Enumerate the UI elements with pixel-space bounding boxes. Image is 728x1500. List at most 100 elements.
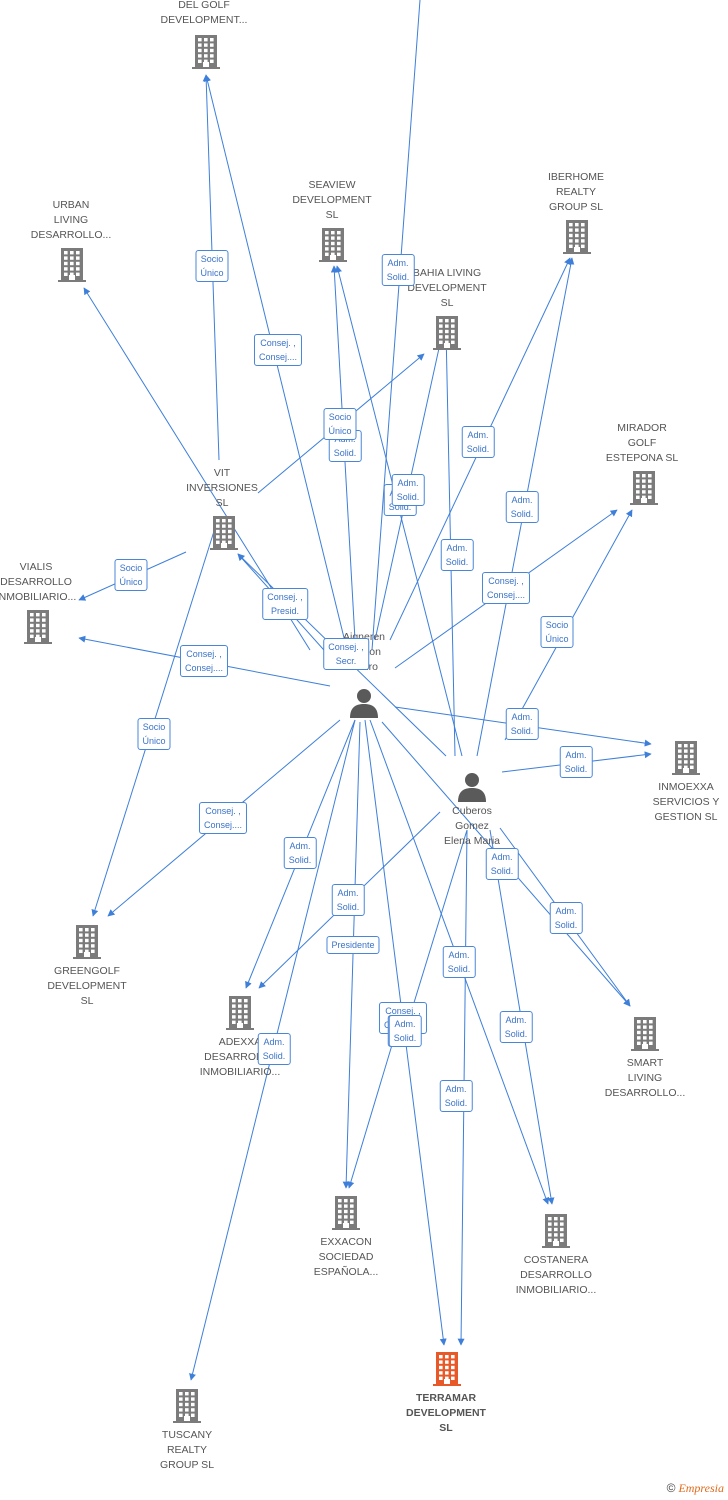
company-label-line: SMART <box>626 1057 664 1069</box>
relation-tag[interactable]: Adm.Solid. <box>499 1011 533 1043</box>
relation-tag-line: Solid. <box>554 920 578 930</box>
edge-cuberos-exxacon2 <box>347 1034 396 1189</box>
relation-tag[interactable]: Presidente <box>326 936 380 954</box>
company-label-line: GREENGOLF <box>54 965 120 977</box>
relation-tag-line: Adm. <box>467 430 489 440</box>
relation-tag-line: Solid. <box>445 557 469 567</box>
relation-tag-line: Adm. <box>555 906 577 916</box>
company-label-line: INVERSIONES <box>186 482 258 494</box>
relation-tag-line: Solid. <box>393 1033 417 1043</box>
relation-tag-line: Adm. <box>397 478 419 488</box>
relation-tag-line: Consej.... <box>258 352 298 362</box>
company-label-line: GESTION SL <box>654 811 718 823</box>
relation-tag-line: Solid. <box>288 855 312 865</box>
relation-tag[interactable]: Adm.Solid. <box>505 491 539 523</box>
relation-tag-line: Adm. <box>511 495 533 505</box>
company-label-line: SL <box>215 497 229 509</box>
company-label-line: DEVELOPMENT <box>407 282 487 294</box>
relation-tag[interactable]: Consej. ,Consej.... <box>253 334 303 366</box>
relation-tag[interactable]: Consej. ,Consej.... <box>198 802 248 834</box>
company-label-line: DESARROLLO <box>0 576 72 588</box>
relation-tag[interactable]: Adm. Solid. <box>559 746 593 778</box>
relation-tag[interactable]: Adm.Solid. <box>485 848 519 880</box>
relation-tag[interactable]: Consej. , Consej.... <box>481 572 531 604</box>
company-label-line: INMOBILIARIO... <box>0 591 77 603</box>
relation-tag[interactable]: Adm. Solid. <box>549 902 583 934</box>
relation-tag[interactable]: Adm. Solid. <box>440 539 474 571</box>
company-label-line: URBAN <box>52 199 90 211</box>
company-label-line: COSTANERA <box>523 1254 589 1266</box>
relation-tag[interactable]: Consej. ,Secr. <box>323 638 369 670</box>
vit-building-icon <box>210 516 238 550</box>
company-label-line: DEVELOPMENT... <box>160 14 248 26</box>
relation-tag-line: Solid. <box>386 272 410 282</box>
edge-aigneren-top <box>371 0 421 651</box>
relation-tag-line: Adm. <box>491 852 513 862</box>
relation-tag[interactable]: Adm.Solid. <box>461 426 495 458</box>
relation-tag[interactable]: Adm. Solid. <box>381 254 415 286</box>
relation-tag[interactable]: Adm.Solid. <box>439 1080 473 1112</box>
relation-tag-line: Solid. <box>396 492 420 502</box>
relation-tag-line: Adm. <box>565 750 587 760</box>
relation-tag-line: Consej.... <box>486 590 526 600</box>
company-label-line: DEVELOPMENT <box>406 1407 486 1419</box>
relation-tag[interactable]: Adm.Solid. <box>388 1015 422 1047</box>
relation-tag-line: Socio <box>200 254 224 264</box>
relation-tag-line: Solid. <box>262 1051 286 1061</box>
relation-tag-line: Socio <box>328 412 352 422</box>
company-label-line: DESARROLLO... <box>30 229 112 241</box>
company-label-line: DESARROLLO <box>520 1269 592 1281</box>
relation-tag[interactable]: Consej. ,Presid. <box>262 588 308 620</box>
relation-tag[interactable]: Adm.Solid. <box>331 884 365 916</box>
relation-tag-line: Solid. <box>388 502 412 512</box>
relation-tag-line: Adm. <box>505 1015 527 1025</box>
relation-tag[interactable]: Consej. ,Consej.... <box>179 645 229 677</box>
company-label-line: SL <box>325 209 339 221</box>
iberhome-building-icon <box>563 220 591 254</box>
edge-cuberos-exxacon <box>403 829 468 1033</box>
relation-tag-line: Adm. <box>387 258 409 268</box>
relation-tag-line: Solid. <box>510 726 534 736</box>
relation-tag[interactable]: Adm.Solid. <box>257 1033 291 1065</box>
relation-tag[interactable]: Adm.Solid. <box>283 837 317 869</box>
relation-tag-line: Único <box>142 736 166 746</box>
relation-tag[interactable]: Adm. Solid. <box>391 474 425 506</box>
costanera-building-icon <box>542 1214 570 1248</box>
company-label-line: REALTY <box>555 186 597 198</box>
relation-tag[interactable]: Adm.Solid. <box>442 946 476 978</box>
mirador-building-icon <box>630 471 658 505</box>
relation-tag[interactable]: Adm.Solid. <box>505 708 539 740</box>
relation-tag-line: Socio <box>545 620 569 630</box>
edge-aigneren-exxacon <box>342 721 361 1189</box>
relation-tag-line: Consej. , <box>488 576 524 586</box>
company-label-line: SL <box>440 297 454 309</box>
company-label-line: DEVELOPMENT <box>292 194 372 206</box>
company-label-line: TERRAMAR <box>415 1392 477 1404</box>
relation-tag-line: Solid. <box>333 448 357 458</box>
relation-tag-line: Solid. <box>447 964 471 974</box>
relation-tag-line: Solid. <box>564 764 588 774</box>
relation-tag-line: Adm. <box>446 543 468 553</box>
